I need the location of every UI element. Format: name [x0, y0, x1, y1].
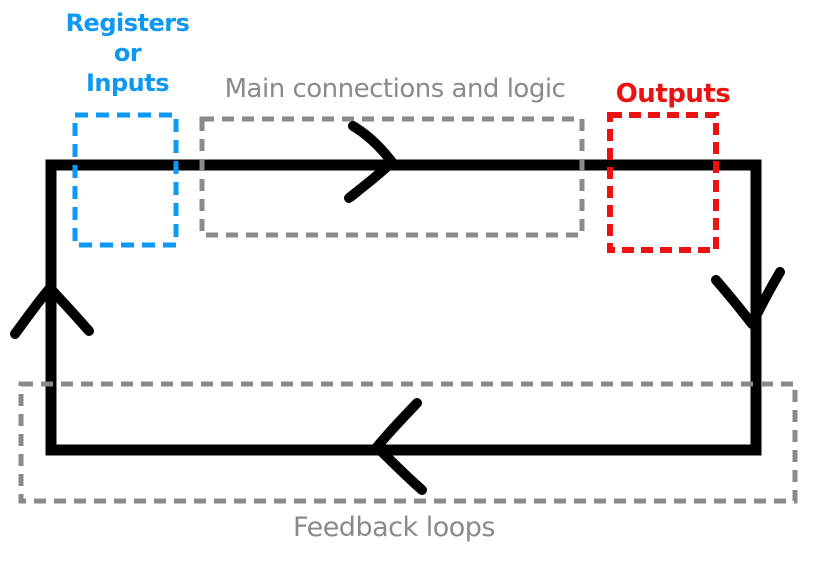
feedback-loops-label: Feedback loops — [293, 512, 495, 543]
arrow-right-icon — [344, 121, 397, 203]
main-logic-label: Main connections and logic — [224, 74, 566, 104]
signal-loop-path — [45, 159, 762, 456]
registers-inputs-label: Registers or Inputs — [50, 8, 205, 98]
arrow-down-icon — [711, 267, 785, 329]
registers-inputs-label-line1: Registers — [65, 9, 190, 37]
outputs-label: Outputs — [615, 79, 731, 109]
feedback-loops-box — [18, 381, 798, 504]
registers-inputs-box — [72, 112, 179, 248]
arrow-left-icon — [372, 398, 427, 495]
registers-inputs-label-line3: Inputs — [85, 69, 170, 97]
registers-inputs-label-line2: or — [113, 39, 142, 67]
arrow-up-icon — [10, 283, 94, 339]
outputs-box — [607, 112, 719, 253]
main-logic-box — [199, 116, 585, 238]
